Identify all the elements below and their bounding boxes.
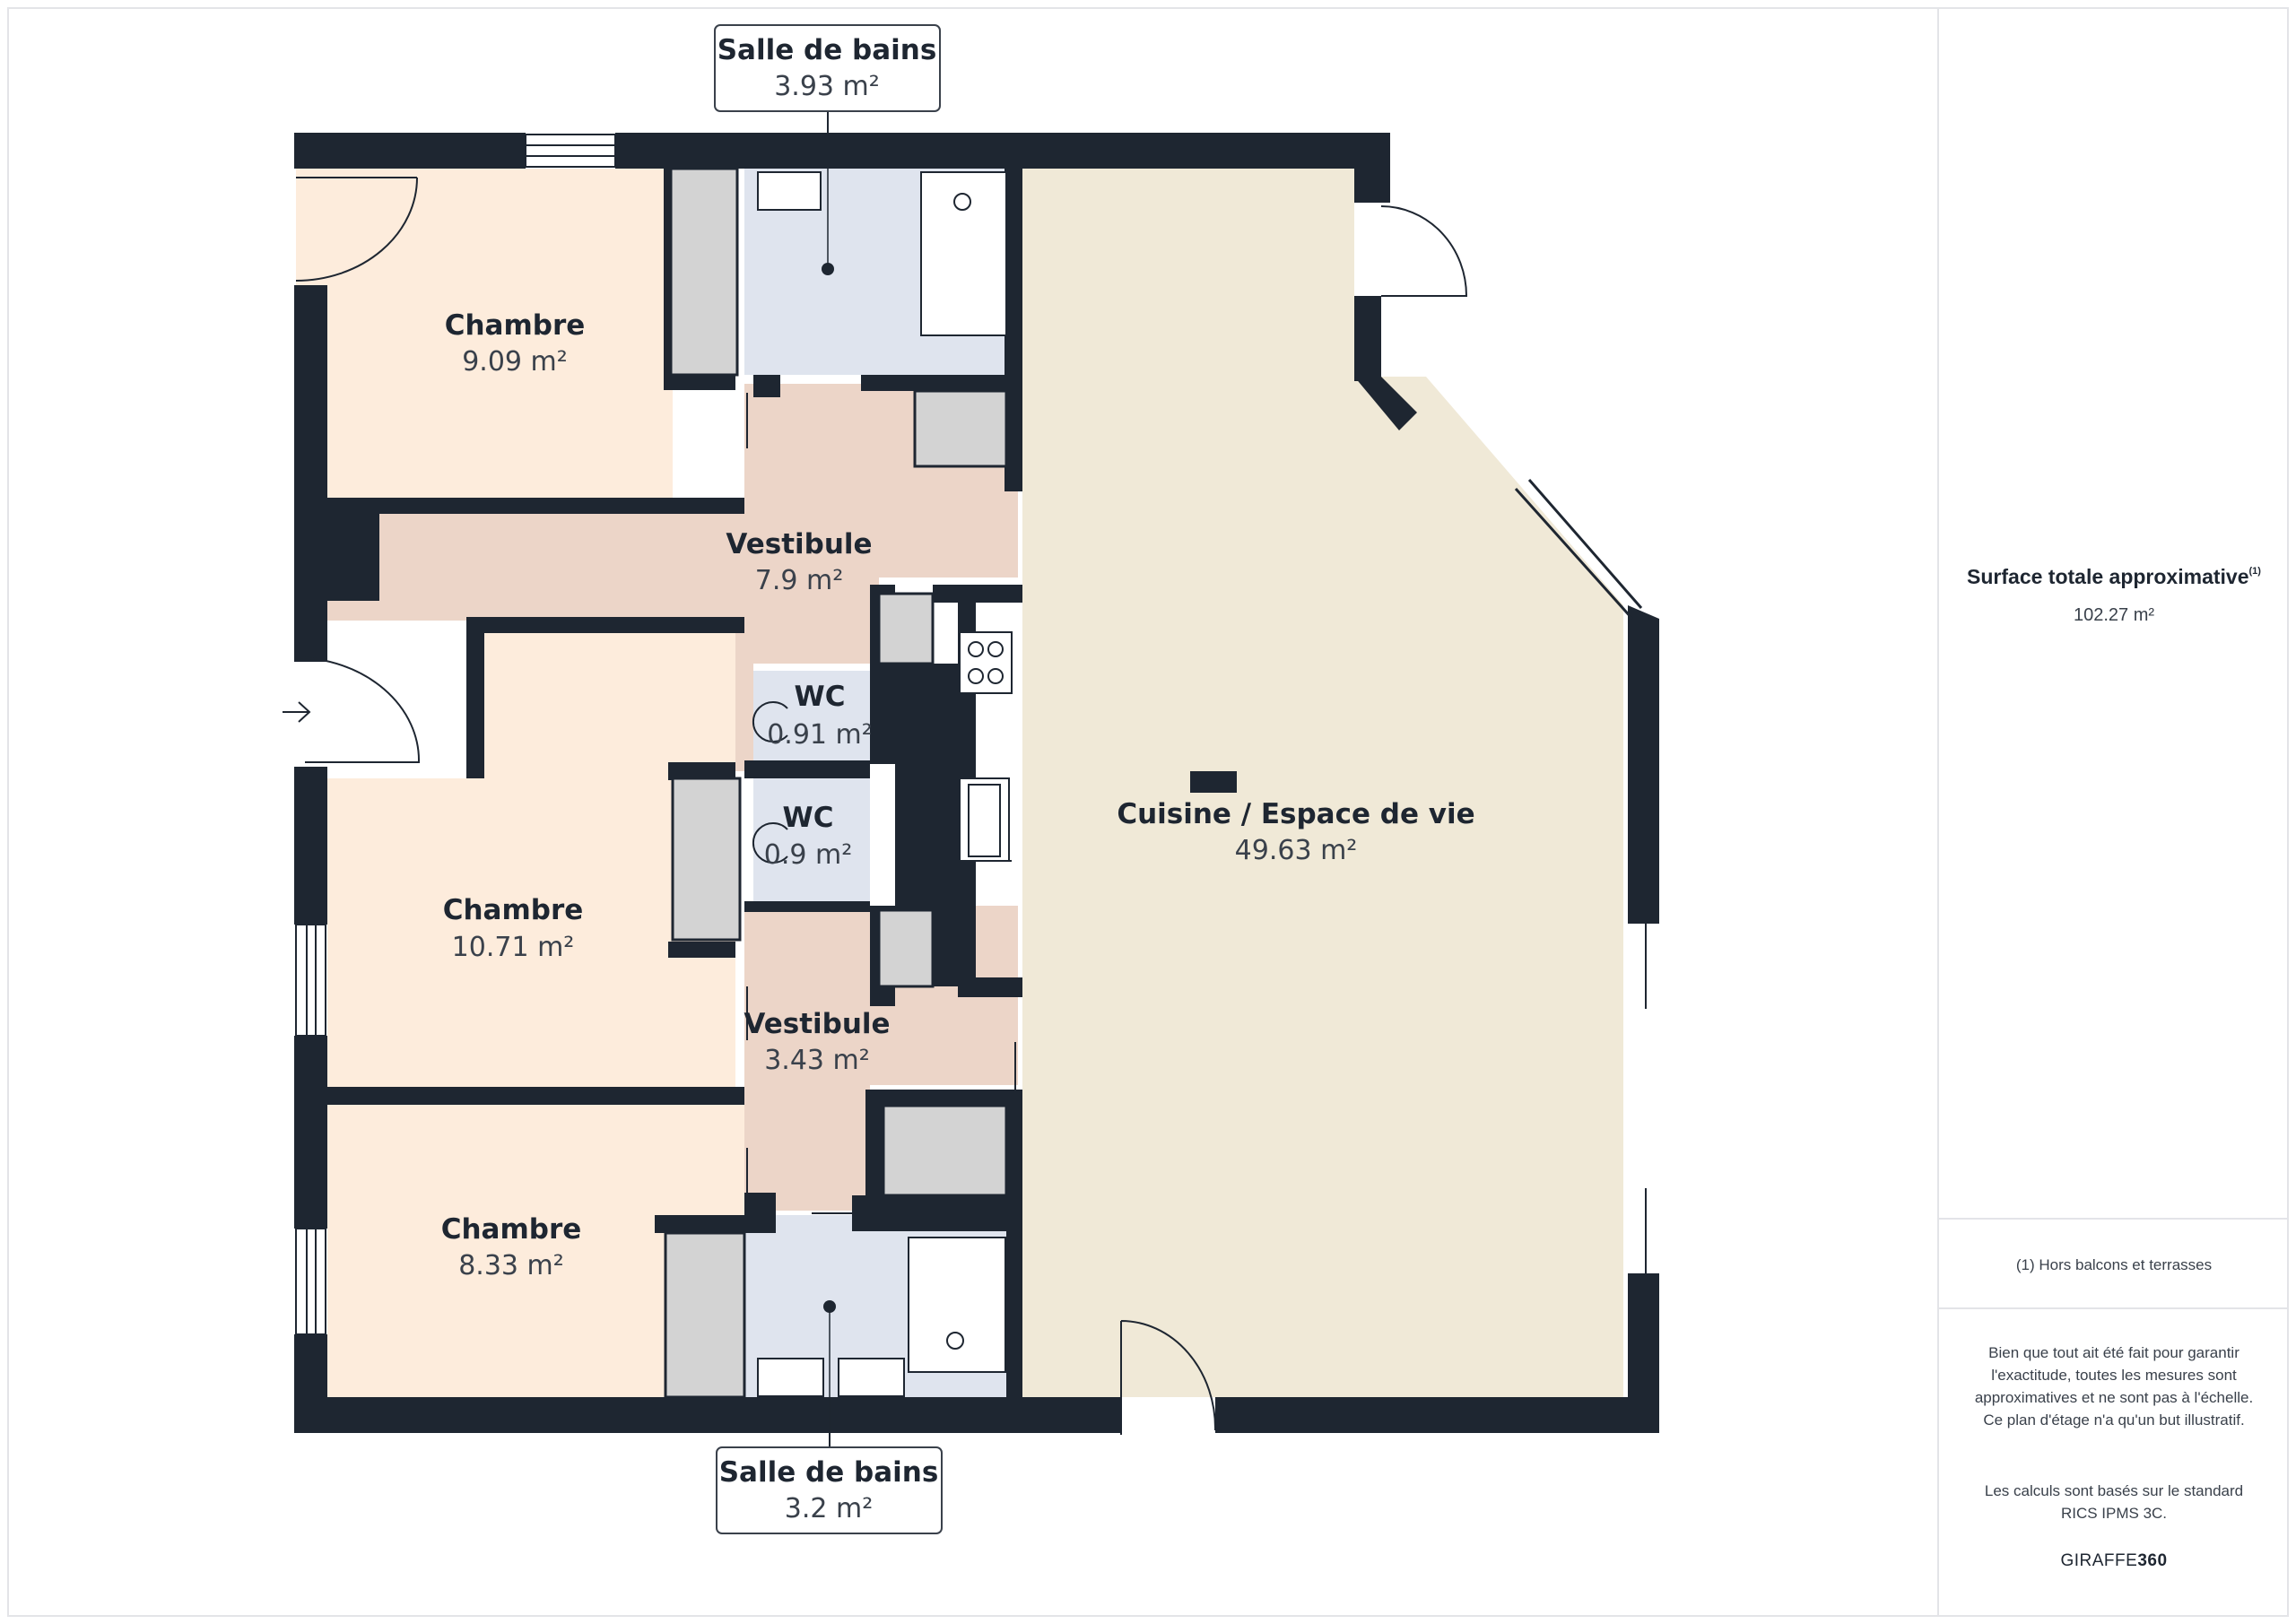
disclaimer: Bien que tout ait été fait pour garantir… — [1974, 1344, 2254, 1429]
shower-1 — [920, 171, 1007, 336]
room-area-hall-1: 7.9 m² — [755, 565, 844, 596]
callout-bathroom-bottom: Salle de bains 3.2 m² — [716, 1433, 943, 1534]
wc-1-floor — [753, 671, 888, 764]
room-area-hall-2: 3.43 m² — [764, 1045, 870, 1076]
sink-1 — [757, 171, 822, 211]
callout-area-bathroom-top: 3.93 m² — [774, 71, 880, 102]
brand-logo: GIRAFFE360 — [1939, 1551, 2289, 1571]
wc-2-floor — [753, 778, 870, 904]
brand-logo-bold: 360 — [2137, 1551, 2168, 1570]
room-area-bedroom-3: 8.33 m² — [458, 1250, 564, 1281]
doors — [283, 177, 1468, 1435]
room-name-living: Cuisine / Espace de vie — [1117, 798, 1474, 830]
sidebar-divider-2 — [1939, 1307, 2289, 1309]
room-area-bedroom-2: 10.71 m² — [452, 932, 575, 963]
cabinet-1 — [913, 389, 1008, 468]
sink-3 — [838, 1358, 905, 1397]
callout-name-bathroom-bottom: Salle de bains — [719, 1456, 939, 1489]
total-area-value: 102.27 m² — [2073, 605, 2155, 625]
sidebar-divider-1 — [1939, 1218, 2289, 1220]
info-sidebar: Surface totale approximative(1) 102.27 m… — [1937, 7, 2289, 1617]
bedroom-1-floor — [296, 169, 673, 500]
bedroom-2-floor — [327, 632, 735, 1090]
cooktop — [959, 631, 1013, 694]
total-area-label-text: Surface totale approximative — [1967, 565, 2249, 588]
wardrobe-3 — [664, 1231, 746, 1399]
fixtures — [664, 167, 1013, 1435]
callout-area-bathroom-bottom: 3.2 m² — [785, 1493, 874, 1524]
kitchen-sink — [959, 777, 1010, 862]
room-name-bedroom-1: Chambre — [445, 309, 586, 342]
room-name-bedroom-2: Chambre — [443, 894, 584, 926]
cabinet-2 — [877, 592, 935, 665]
shower-2 — [908, 1237, 1006, 1373]
floor-plan: Chambre 9.09 m² Vestibule 7.9 m² WC 0.91… — [283, 24, 1659, 1534]
sink-2 — [757, 1358, 824, 1397]
page-frame — [7, 7, 2289, 1617]
brand-logo-light: GIRAFFE — [2060, 1551, 2138, 1570]
room-name-hall-1: Vestibule — [726, 528, 872, 560]
total-area-footnote-mark: (1) — [2248, 566, 2261, 577]
callout-bathroom-top: Salle de bains 3.93 m² — [714, 24, 941, 135]
room-name-bedroom-3: Chambre — [441, 1213, 582, 1246]
total-area-label: Surface totale approximative(1) — [1939, 565, 2289, 589]
cabinet-3 — [877, 908, 935, 988]
room-area-bedroom-1: 9.09 m² — [462, 346, 568, 378]
room-name-wc-2: WC — [783, 802, 834, 834]
room-name-hall-2: Vestibule — [744, 1008, 890, 1040]
calculation-note: Les calculs sont basés sur le standard R… — [1984, 1482, 2244, 1522]
wardrobe-2 — [671, 777, 742, 942]
room-area-living: 49.63 m² — [1235, 835, 1358, 866]
room-labels: Chambre 9.09 m² Vestibule 7.9 m² WC 0.91… — [441, 309, 1475, 1281]
room-area-wc-2: 0.9 m² — [764, 839, 853, 871]
room-area-wc-1: 0.91 m² — [767, 719, 873, 751]
windows — [295, 134, 1647, 1335]
hall-lower-strip — [744, 1085, 870, 1211]
living-floor — [1022, 169, 1623, 1397]
room-name-wc-1: WC — [795, 681, 846, 713]
footnote: (1) Hors balcons et terrasses — [2015, 1256, 2213, 1273]
callout-name-bathroom-top: Salle de bains — [718, 34, 937, 66]
cabinet-4 — [882, 1104, 1008, 1197]
wardrobe-1 — [669, 167, 739, 377]
